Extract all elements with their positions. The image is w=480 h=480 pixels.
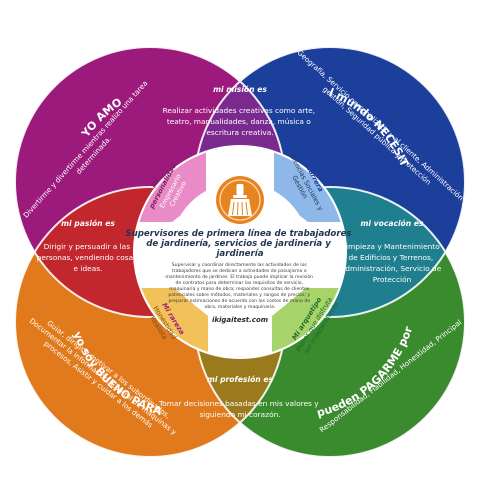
broom-icon [216, 176, 264, 224]
vocacion-title: mi vocación es [361, 219, 424, 228]
site-label: ikigaitest.com [212, 316, 268, 324]
profesion-body: Tomar decisiones basadas en mis valores … [158, 399, 321, 419]
occupation-title: Supervisores de primera línea de trabaja… [125, 229, 354, 259]
profesion-title: mi profesión es [207, 375, 274, 384]
occupation-description: Supervisar y coordinar directamente las … [165, 262, 314, 310]
vocacion-body: Limpieza y Mantenimiento de Edificios y … [340, 242, 443, 284]
pasion-body: Dirigir y persuadir a las personas, vend… [37, 242, 140, 273]
pasion-title: mi pasión es [61, 219, 115, 228]
mision-title: mi misión es [213, 85, 267, 94]
mision-body: Realizar actividades creativas como arte… [163, 106, 318, 137]
center-content-disk [170, 182, 310, 322]
